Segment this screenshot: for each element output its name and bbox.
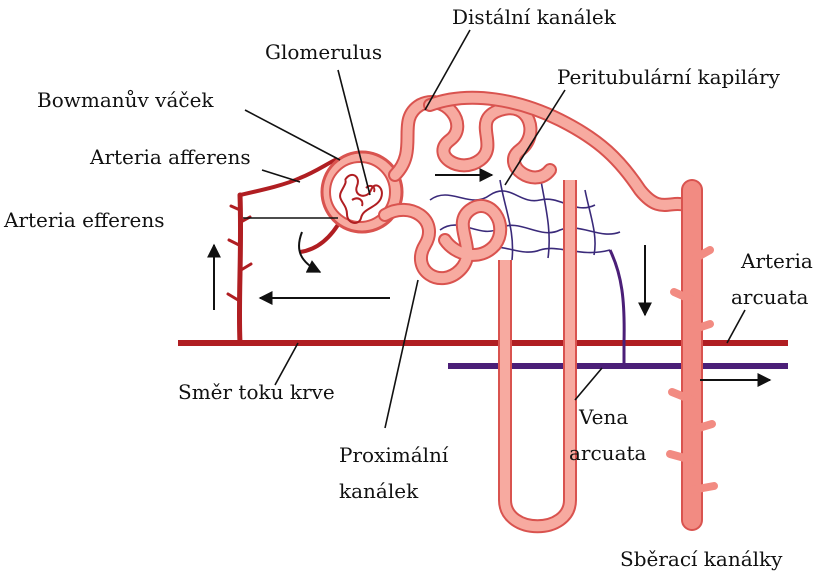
label-arcuate-artery-2: arcuata xyxy=(731,285,809,309)
label-peritubular-capillaries: Peritubulární kapiláry xyxy=(557,65,781,89)
label-distal-tubule: Distální kanálek xyxy=(452,5,617,29)
collecting-duct xyxy=(670,190,714,520)
label-proximal-tubule-2: kanálek xyxy=(339,479,419,503)
label-arcuate-vein-2: arcuata xyxy=(569,441,647,465)
loop-of-henle xyxy=(505,180,570,526)
label-proximal-tubule-1: Proximální xyxy=(339,443,449,467)
interlobular-artery xyxy=(228,160,335,343)
label-efferent-arteriole: Arteria efferens xyxy=(3,208,165,232)
label-arcuate-artery-1: Arteria xyxy=(740,249,813,273)
label-afferent-arteriole: Arteria afferens xyxy=(89,145,251,169)
label-collecting-ducts: Sběrací kanálky xyxy=(620,547,783,571)
label-bowman-capsule: Bowmanův váček xyxy=(37,88,214,112)
label-blood-flow-direction: Směr toku krve xyxy=(178,380,335,404)
label-glomerulus: Glomerulus xyxy=(265,40,382,64)
label-arcuate-vein-1: Vena xyxy=(578,405,628,429)
